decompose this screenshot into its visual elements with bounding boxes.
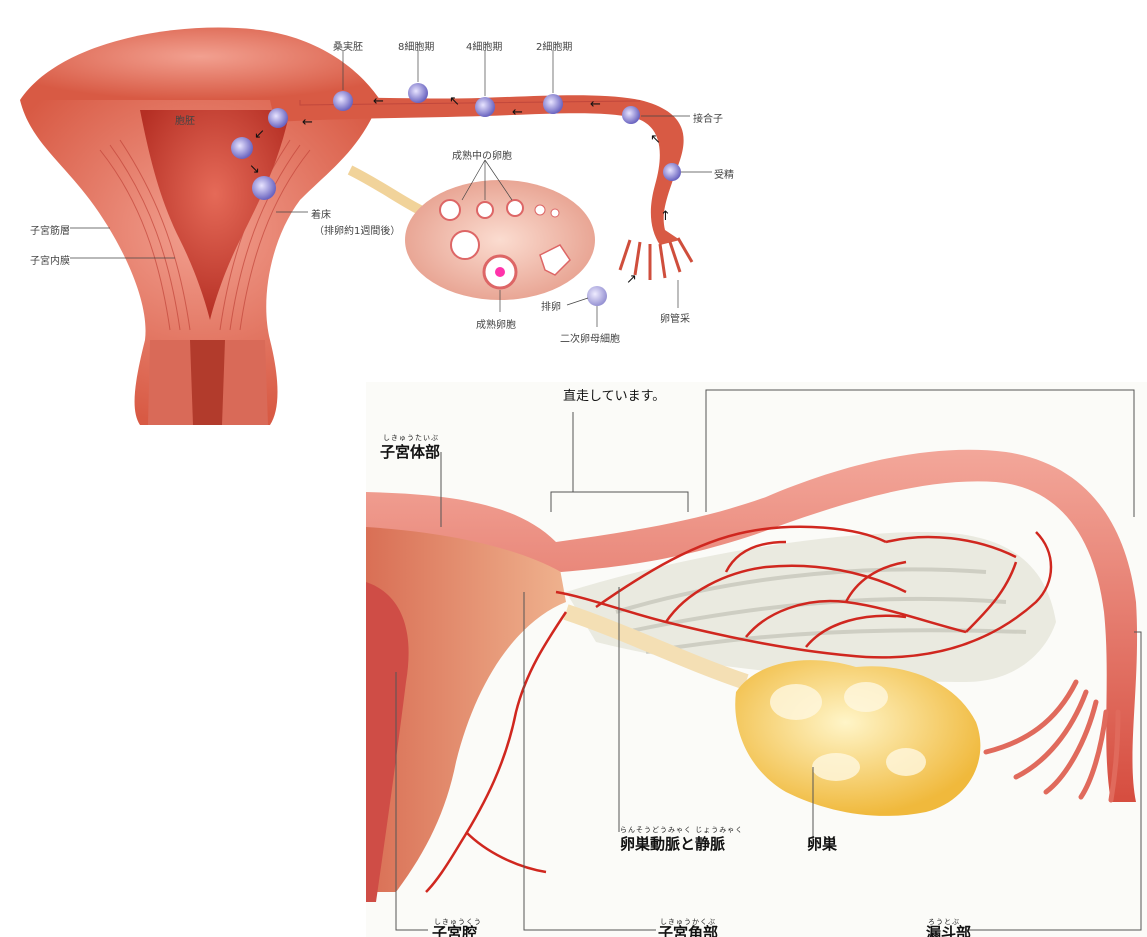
- label-8-cell: 8細胞期: [398, 38, 434, 53]
- label-ovulation: 排卵: [541, 298, 561, 313]
- label-morula: 桑実胚: [333, 38, 363, 53]
- fimbriae: [986, 682, 1118, 800]
- caption-text: 直走しています。: [563, 385, 665, 404]
- label-implantation: 着床: [311, 206, 331, 221]
- label-uterine-horn: 子宮角部: [658, 922, 718, 937]
- label-fimbriae: 卵管采: [660, 310, 690, 325]
- ovary-vessels-diagram: 直走しています。 しきゅうたいぶ 子宮体部 らんそうどうみゃく じょうみゃく 卵…: [366, 382, 1147, 937]
- label-4-cell: 4細胞期: [466, 38, 502, 53]
- fertilization-diagram: ← ↖ ← ← ↖ ↑ ↗ ← ↙ ↘ 桑実胚 8細胞期 4細胞期 2細胞期 接合子: [0, 0, 760, 430]
- cervical-canal: [190, 340, 225, 425]
- label-fertilization: 受精: [714, 166, 734, 181]
- svg-text:↗: ↗: [626, 272, 637, 287]
- svg-text:←: ←: [590, 97, 601, 112]
- svg-text:↖: ↖: [650, 132, 661, 147]
- ovarian-ligament: [350, 170, 420, 210]
- label-growing-follicles: 成熟中の卵胞: [452, 147, 512, 162]
- label-ovarian-vessels: 卵巣動脈と静脈: [620, 833, 725, 854]
- label-blastocyst: 胞胚: [175, 112, 195, 127]
- uterine-fundus: [20, 28, 380, 100]
- svg-text:←: ←: [373, 94, 384, 109]
- label-secondary-oocyte: 二次卵母細胞: [560, 330, 620, 345]
- label-mature-follicle: 成熟卵胞: [476, 316, 516, 331]
- label-2-cell: 2細胞期: [536, 38, 572, 53]
- svg-text:↙: ↙: [254, 127, 265, 142]
- svg-text:←: ←: [512, 105, 523, 120]
- fertilization-illustration: ← ↖ ← ← ↖ ↑ ↗ ← ↙ ↘: [0, 0, 760, 430]
- ovary-vessels-illustration: [366, 382, 1147, 937]
- label-ovary: 卵巣: [807, 833, 837, 854]
- svg-text:←: ←: [302, 115, 313, 130]
- label-implantation-note: （排卵約1週間後）: [314, 222, 400, 237]
- svg-text:↑: ↑: [660, 209, 671, 224]
- label-uterine-cavity: 子宮腔: [432, 922, 477, 937]
- label-myometrium: 子宮筋層: [30, 222, 70, 237]
- label-endometrium: 子宮内膜: [30, 252, 70, 267]
- label-zygote: 接合子: [693, 110, 723, 125]
- label-uterine-body: 子宮体部: [380, 441, 440, 462]
- svg-text:↘: ↘: [249, 162, 260, 177]
- label-infundibulum: 漏斗部: [926, 922, 971, 937]
- svg-text:↖: ↖: [449, 94, 460, 109]
